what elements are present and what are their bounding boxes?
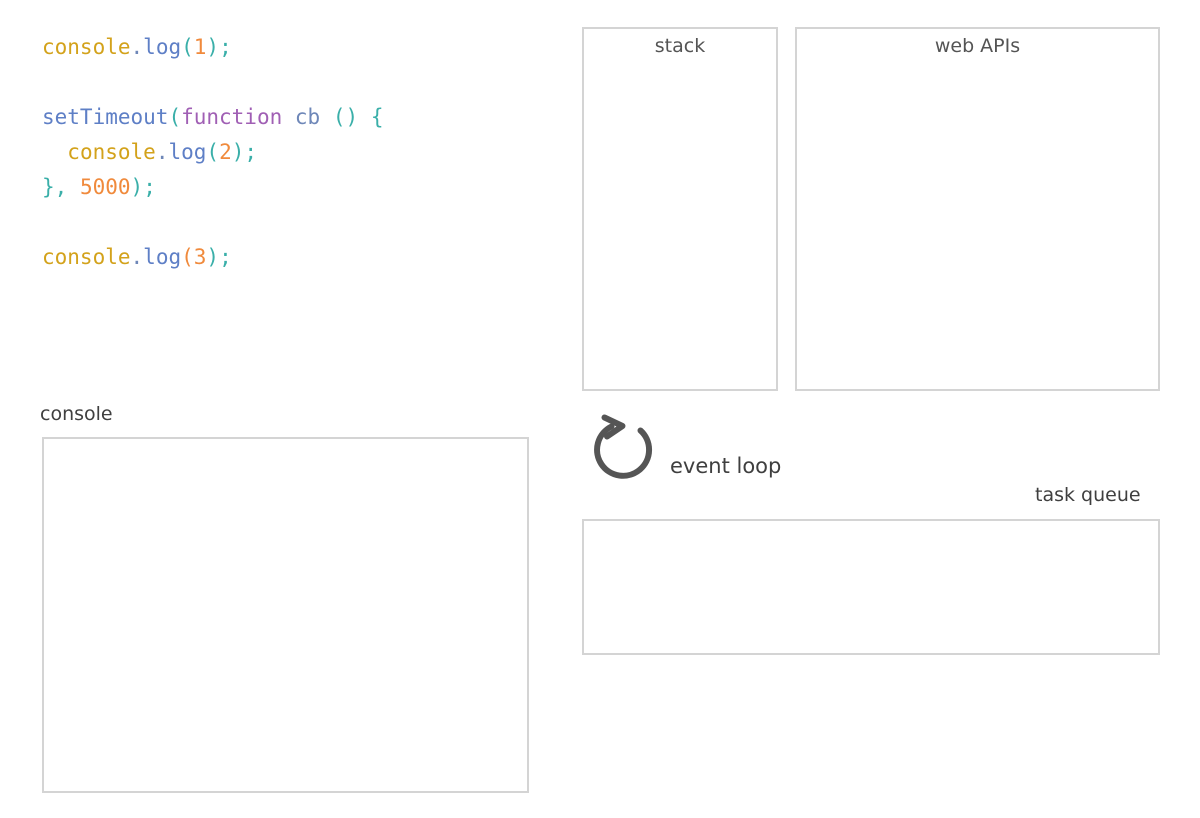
event-loop-group: event loop (578, 406, 878, 496)
task-queue-panel[interactable] (582, 519, 1160, 655)
code-token: ( (181, 35, 194, 59)
code-line: console.log(3); (42, 240, 542, 275)
code-token: } (42, 175, 55, 199)
code-line: setTimeout(function cb () { (42, 100, 542, 135)
code-token: console (42, 245, 131, 269)
code-token: ; (219, 35, 232, 59)
call-stack-label: stack (654, 35, 706, 57)
code-token: . (155, 140, 169, 164)
code-token: function (181, 105, 283, 129)
code-token: 1 (193, 35, 207, 59)
code-token: () (332, 105, 359, 129)
event-loop-label: event loop (670, 454, 782, 478)
code-token: ( (168, 105, 182, 129)
web-apis-panel[interactable]: web APIs (795, 27, 1160, 391)
code-token: , (54, 175, 80, 199)
code-line: }, 5000); (42, 170, 542, 205)
code-line (42, 65, 542, 100)
code-token: 3 (193, 245, 207, 269)
code-token: 5000 (79, 175, 131, 199)
console-label: console (40, 403, 113, 425)
code-token: . (130, 35, 144, 59)
code-editor-panel: console.log(1);setTimeout(function cb ()… (42, 30, 542, 275)
code-token: ) (231, 140, 245, 164)
circular-arrow-icon (578, 406, 666, 494)
call-stack-panel[interactable]: stack (582, 27, 778, 391)
code-token: ( (181, 245, 194, 269)
code-token: ) (206, 35, 220, 59)
code-token: setTimeout (42, 105, 169, 129)
code-token: . (130, 245, 144, 269)
code-token: console (67, 140, 156, 164)
code-token: ; (143, 175, 156, 199)
code-token (282, 105, 295, 129)
code-token: ) (206, 245, 220, 269)
code-token: ( (206, 140, 220, 164)
code-token: 2 (219, 140, 232, 164)
task-queue-label: task queue (1035, 484, 1141, 506)
code-token: { (370, 105, 384, 129)
code-token: ) (130, 175, 144, 199)
code-token: ; (244, 140, 258, 164)
code-token (42, 140, 67, 164)
code-token (358, 105, 371, 129)
code-line: console.log(2); (42, 135, 542, 170)
code-token: log (143, 35, 182, 59)
code-line (42, 205, 542, 240)
code-token: console (42, 35, 131, 59)
code-token (320, 105, 333, 129)
code-token: log (143, 245, 182, 269)
code-token: cb (294, 105, 321, 129)
console-output-panel[interactable] (42, 437, 529, 793)
code-line: console.log(1); (42, 30, 542, 65)
code-token: ; (219, 245, 232, 269)
web-apis-label: web APIs (934, 35, 1021, 57)
code-token: log (168, 140, 207, 164)
